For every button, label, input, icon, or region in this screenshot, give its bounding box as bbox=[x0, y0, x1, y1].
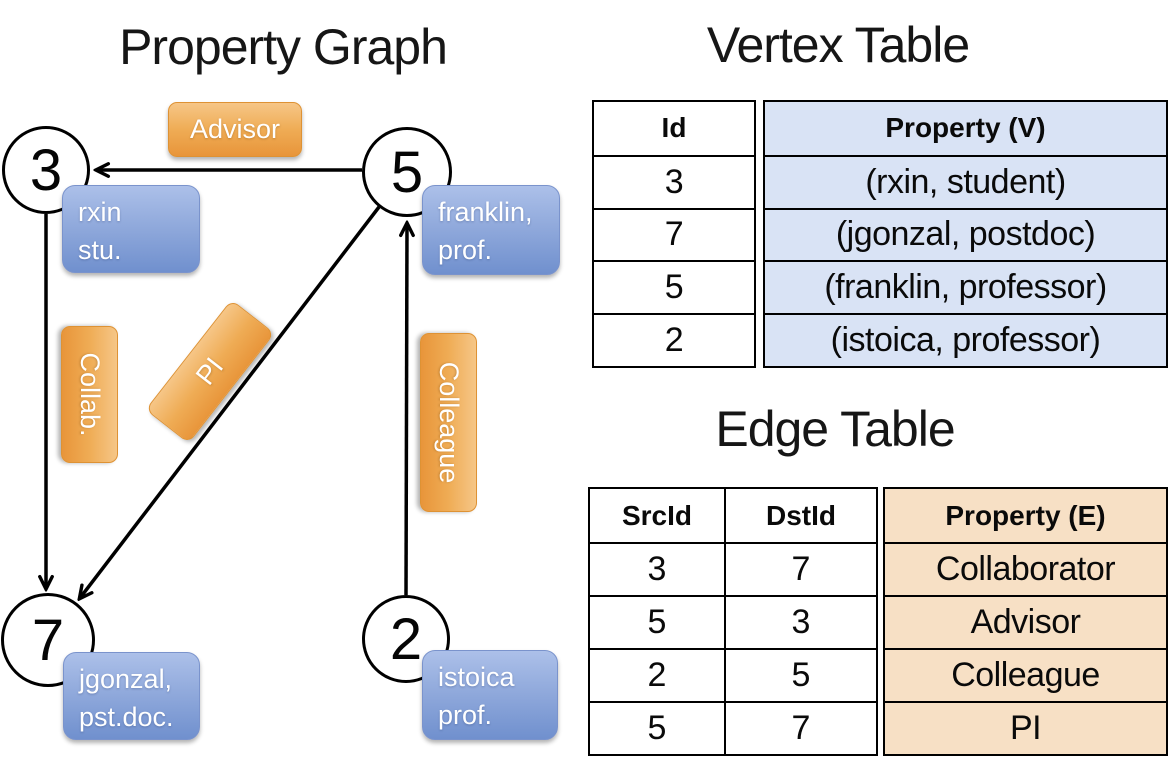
edge-table-srcid-cell: 3 bbox=[590, 542, 724, 595]
vertex-table-header-id: Id bbox=[661, 112, 687, 144]
vertex-table-id-cell: 7 bbox=[594, 207, 754, 261]
vertex-property-box-7: jgonzal, pst.doc. bbox=[63, 652, 200, 740]
vertex-table-id-cell: 2 bbox=[594, 313, 754, 366]
edge-line-pi bbox=[80, 205, 381, 598]
vertex-property-line: pst.doc. bbox=[79, 702, 174, 732]
vertex-property-line: jgonzal, bbox=[79, 664, 173, 694]
edge-table-dstid-cell: 5 bbox=[724, 648, 876, 701]
vertex-table-id-cell: 3 bbox=[594, 154, 754, 208]
edge-table-title: Edge Table bbox=[715, 401, 955, 457]
vertex-property-box-2: istoica prof. bbox=[422, 650, 558, 740]
edge-table-property-cell: Collaborator bbox=[885, 542, 1166, 595]
node-id-2: 2 bbox=[389, 606, 423, 672]
property-graph-title: Property Graph bbox=[119, 19, 448, 75]
edge-table-srcid-cell: 2 bbox=[590, 648, 724, 701]
vertex-table-property-cell: (franklin, professor) bbox=[765, 260, 1166, 314]
edge-label-pi-text: PI bbox=[189, 351, 230, 391]
vertex-property-line: istoica bbox=[438, 662, 515, 692]
edge-label-collab-text: Collab. bbox=[75, 352, 105, 437]
edge-table-header-dstid: DstId bbox=[724, 489, 876, 542]
vertex-table-id-cell: 5 bbox=[594, 260, 754, 313]
node-id-5: 5 bbox=[390, 139, 424, 205]
vertex-property-line: prof. bbox=[438, 235, 493, 265]
edge-label-colleague: Colleague bbox=[420, 333, 477, 512]
edge-table-dstid-cell: 3 bbox=[724, 595, 876, 648]
vertex-property-line: stu. bbox=[78, 235, 122, 265]
edge-table-header-srcid: SrcId bbox=[621, 499, 693, 531]
edge-label-collab: Collab. bbox=[61, 326, 118, 463]
edge-table-srcid-cell: 5 bbox=[590, 701, 724, 754]
edge-table-header-property: Property (E) bbox=[885, 489, 1166, 542]
node-circle-5: 5 bbox=[362, 127, 452, 217]
vertex-property-line: franklin, bbox=[438, 197, 533, 227]
node-id-3: 3 bbox=[29, 137, 63, 203]
edge-table-id-columns: SrcId DstId 3 7 5 3 2 5 5 7 bbox=[588, 487, 878, 756]
graph-edges bbox=[0, 0, 580, 760]
node-id-7: 7 bbox=[31, 607, 65, 673]
edge-table-dstid-cell: 7 bbox=[724, 542, 876, 595]
vertex-table-header-property: Property (V) bbox=[765, 102, 1166, 155]
node-circle-2: 2 bbox=[362, 595, 450, 683]
vertex-table-property-column: Property (V) (rxin, student) (jgonzal, p… bbox=[763, 100, 1168, 368]
edge-label-advisor: Advisor bbox=[168, 102, 302, 157]
edge-table-property-cell: Advisor bbox=[885, 595, 1166, 648]
vertex-table-title: Vertex Table bbox=[706, 17, 970, 73]
vertex-property-box-3: rxin stu. bbox=[62, 185, 200, 273]
edge-table-property-cell: PI bbox=[885, 701, 1166, 754]
edge-table-property-column: Property (E) Collaborator Advisor Collea… bbox=[883, 487, 1168, 756]
vertex-table-id-column: Id 3 7 5 2 bbox=[592, 100, 756, 368]
edge-label-advisor-text: Advisor bbox=[189, 114, 281, 144]
vertex-table-property-cell: (istoica, professor) bbox=[765, 313, 1166, 366]
edge-line-colleague bbox=[406, 224, 407, 596]
edge-table-property-cell: Colleague bbox=[885, 648, 1166, 701]
vertex-property-box-5: franklin, prof. bbox=[422, 185, 560, 275]
vertex-property-line: rxin bbox=[78, 197, 122, 227]
vertex-property-line: prof. bbox=[438, 700, 493, 730]
edge-label-colleague-text: Colleague bbox=[434, 361, 464, 484]
edge-table-srcid-cell: 5 bbox=[590, 595, 724, 648]
vertex-table-property-cell: (jgonzal, postdoc) bbox=[765, 207, 1166, 261]
vertex-table-property-cell: (rxin, student) bbox=[765, 154, 1166, 208]
edge-table-dstid-cell: 7 bbox=[724, 701, 876, 754]
